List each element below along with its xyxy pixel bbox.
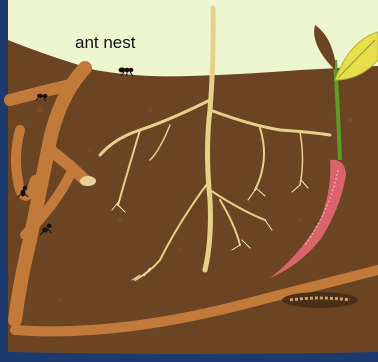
ant-nest-label: ant nest [75, 34, 136, 51]
tunnel-chamber [80, 176, 96, 186]
